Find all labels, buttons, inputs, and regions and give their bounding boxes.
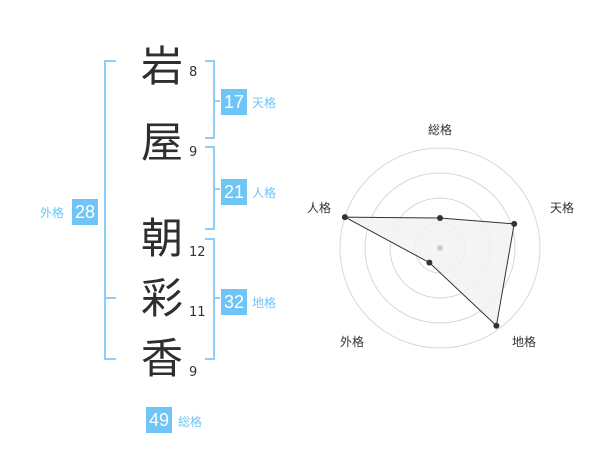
name-char-5: 香 xyxy=(140,334,183,383)
gaikaku-bracket xyxy=(104,60,116,360)
tenkaku-connector xyxy=(214,100,220,102)
radar-point-3 xyxy=(493,322,500,329)
chikaku-bracket xyxy=(205,238,215,360)
radar-point-5 xyxy=(341,214,348,221)
chikaku-connector xyxy=(214,297,220,299)
radar-label-jinkaku: 人格 xyxy=(307,200,331,215)
radar-grid-ring xyxy=(339,147,541,349)
jinkaku-label: 人格 xyxy=(252,186,277,200)
radar-center-dot xyxy=(437,245,443,251)
chikaku-label: 地格 xyxy=(252,296,277,310)
soukaku-label: 総格 xyxy=(178,415,203,429)
gaikaku-badge: 28 xyxy=(72,199,98,225)
gaikaku-divider xyxy=(104,297,116,299)
radar-label-soukaku: 総格 xyxy=(428,122,452,137)
radar-axis-labels: 総格 天格 地格 外格 人格 xyxy=(307,122,574,349)
stroke-count-1: 8 xyxy=(189,65,198,80)
stroke-count-2: 9 xyxy=(189,145,198,160)
stroke-count-5: 9 xyxy=(189,365,198,380)
name-char-4: 彩 xyxy=(140,274,183,323)
jinkaku-connector xyxy=(214,188,220,190)
radar-grid-ring xyxy=(364,172,516,324)
stroke-count-3: 12 xyxy=(189,245,206,260)
radar-label-chikaku: 地格 xyxy=(512,334,536,349)
jinkaku-badge: 21 xyxy=(221,179,247,205)
name-char-2: 屋 xyxy=(140,118,183,167)
tenkaku-label: 天格 xyxy=(252,96,277,110)
radar-point-1 xyxy=(437,215,443,221)
name-char-1: 岩 xyxy=(140,42,183,91)
soukaku-badge: 49 xyxy=(146,407,172,433)
radar-point-2 xyxy=(511,220,518,227)
chikaku-badge: 32 xyxy=(221,289,247,315)
gaikaku-label: 外格 xyxy=(40,206,65,220)
radar-chart: 総格 天格 地格 外格 人格 xyxy=(307,122,574,349)
tenkaku-badge: 17 xyxy=(221,89,247,115)
stroke-count-4: 11 xyxy=(189,305,206,320)
radar-label-tenkaku: 天格 xyxy=(550,200,574,215)
radar-polygon xyxy=(344,216,515,327)
name-char-3: 朝 xyxy=(140,214,183,263)
radar-label-gaikaku: 外格 xyxy=(340,334,364,349)
radar-point-4 xyxy=(426,259,433,266)
tenkaku-bracket xyxy=(205,60,215,139)
radar-points xyxy=(341,214,518,329)
